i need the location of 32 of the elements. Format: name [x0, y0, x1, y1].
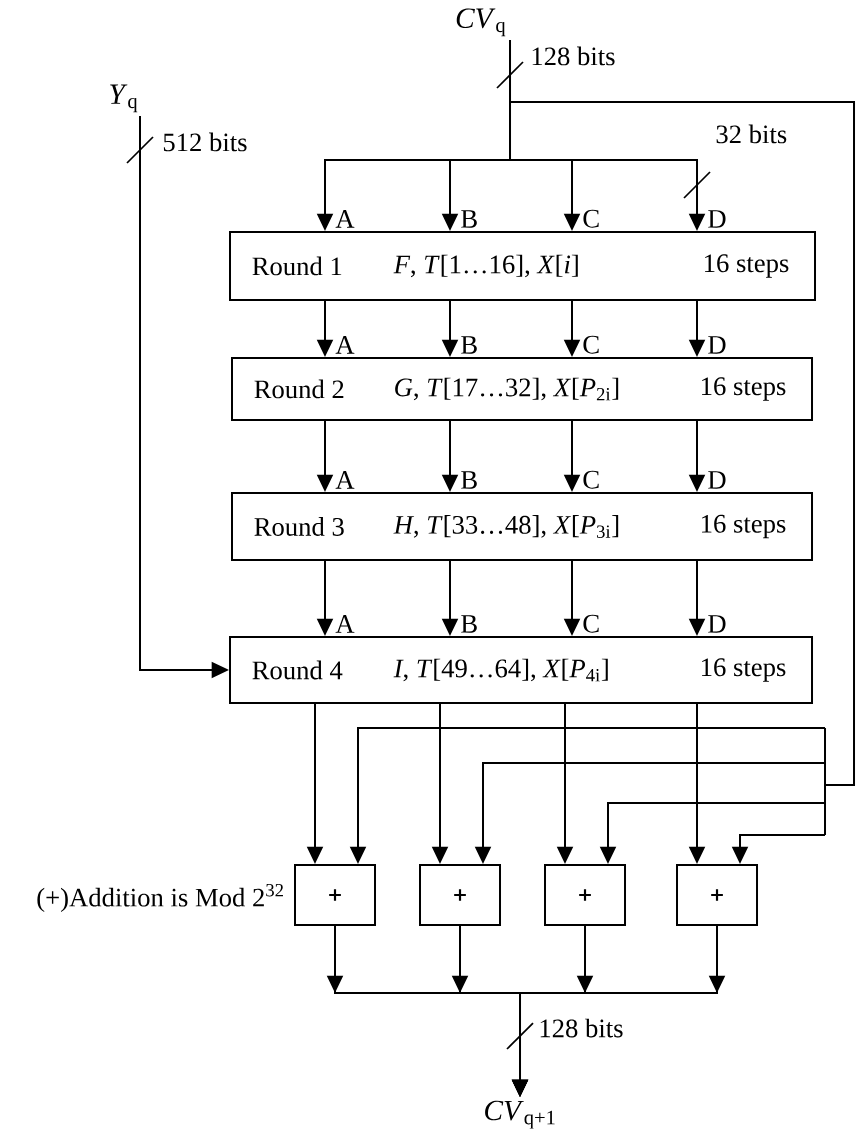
adder-box: + [419, 864, 501, 926]
edge-label: B [461, 210, 477, 228]
signal-label: Y$_{q}$ [110, 84, 138, 113]
signal-label: CV$_{q}$ [456, 8, 506, 37]
round-box: Round 1 F, T[1…16], X[i] 16 steps [229, 231, 816, 301]
adder-box: + [544, 864, 626, 926]
edge-label: B [461, 471, 477, 489]
bit-width-label: 128 bits [540, 1018, 623, 1038]
round-box: Round 2 G, T[17…32], X[P$_{2i}$] 16 steps [231, 357, 813, 421]
edge-label: C [583, 209, 599, 228]
adder-box: + [676, 864, 758, 926]
edge-label: C [583, 335, 599, 354]
signal-label: CV$_{q+1}$ [485, 1100, 555, 1129]
edge-label: B [461, 336, 477, 354]
edge-label: A [335, 471, 355, 489]
adder-box: + [294, 864, 376, 926]
edge-label: B [461, 615, 477, 633]
edge-label: D [708, 471, 726, 489]
edge-label: A [335, 336, 355, 354]
bit-width-label: 512 bits [163, 132, 247, 152]
round-box: Round 3 H, T[33…48], X[P$_{3i}$] 16 steps [231, 492, 813, 561]
edge-label: A [335, 615, 355, 633]
bit-width-label: 32 bits [716, 124, 787, 144]
arrow [509, 39, 855, 836]
edge-label: D [708, 210, 726, 228]
bit-width-label: 128 bits [532, 46, 615, 66]
edge-label: A [335, 210, 355, 228]
edge-label: C [583, 614, 599, 633]
edge-label: D [708, 615, 726, 633]
round-box: Round 4 I, T[49…64], X[P$_{4i}$] 16 steps [229, 636, 813, 704]
edge-label: C [583, 470, 599, 489]
edge-label: D [708, 336, 726, 354]
